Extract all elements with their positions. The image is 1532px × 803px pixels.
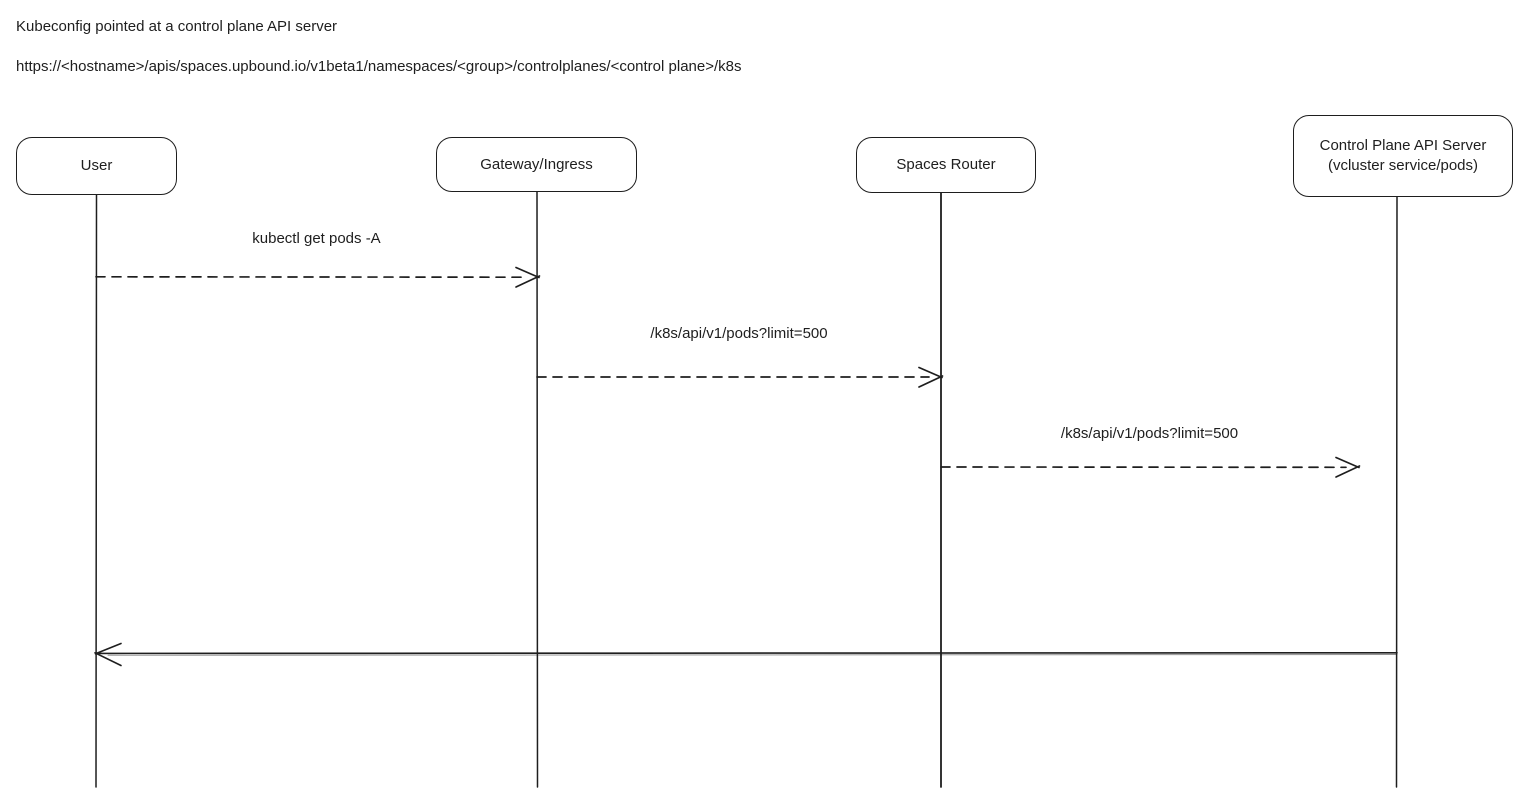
lifeline-user — [95, 194, 98, 788]
message-arrow-1 — [95, 266, 541, 288]
actor-control-plane-label-line2: (vcluster service/pods) — [1327, 157, 1479, 174]
message-label-kubectl-get-pods: kubectl get pods -A — [252, 230, 381, 247]
actor-gateway-ingress: Gateway/Ingress — [436, 137, 637, 192]
actor-control-plane-api-server: Control Plane API Server (vcluster servi… — [1293, 115, 1513, 197]
actor-spaces-router: Spaces Router — [856, 137, 1036, 193]
arrowhead-right-1 — [515, 266, 541, 288]
message-label-k8s-api-pods-1: /k8s/api/v1/pods?limit=500 — [650, 325, 828, 342]
return-arrow-line — [98, 652, 1398, 655]
actor-gateway-ingress-label: Gateway/Ingress — [480, 155, 593, 173]
return-arrow-line-sketch — [107, 654, 1398, 656]
diagram-url: https://<hostname>/apis/spaces.upbound.i… — [16, 58, 742, 75]
lifeline-gateway — [536, 191, 539, 788]
message-arrow-2 — [536, 366, 944, 388]
message-arrow-3 — [940, 456, 1361, 478]
lifeline-control-plane — [1395, 196, 1398, 788]
actor-user: User — [16, 137, 177, 195]
arrowhead-right-2 — [918, 366, 944, 388]
actor-control-plane-label-line1: Control Plane API Server — [1319, 137, 1487, 154]
actor-user-label: User — [80, 157, 113, 174]
arrowhead-right-3 — [1335, 456, 1361, 478]
diagram-title: Kubeconfig pointed at a control plane AP… — [16, 18, 338, 35]
actor-spaces-router-label: Spaces Router — [896, 156, 996, 173]
return-arrow — [94, 642, 1398, 667]
message-label-k8s-api-pods-2: /k8s/api/v1/pods?limit=500 — [1060, 425, 1239, 442]
arrowhead-left-return — [94, 642, 122, 667]
